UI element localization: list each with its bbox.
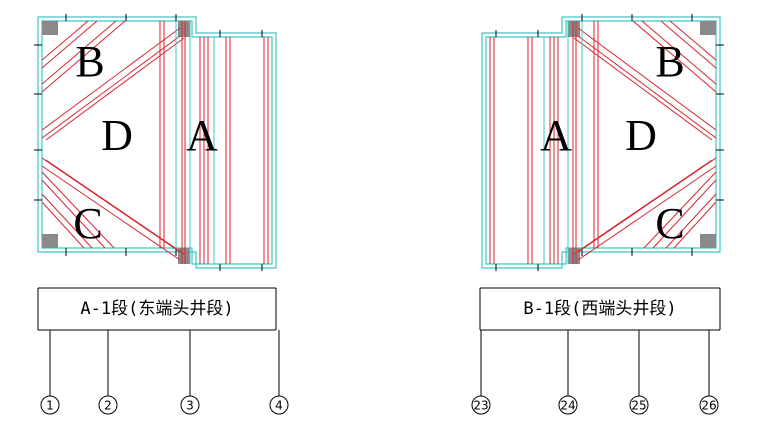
zone-label-a: A: [540, 111, 572, 160]
axis-leaders: [480, 330, 710, 396]
axis-number: 4: [275, 399, 283, 413]
section-title: A-1段(东端头井段): [80, 299, 233, 319]
diagonal-braces-c: [41, 157, 185, 261]
straight-struts-a: [489, 21, 599, 264]
axis-bubble: 25: [629, 395, 649, 415]
zone-label-d: D: [101, 111, 133, 160]
inner-columns: [175, 21, 215, 264]
zone-label-c: C: [655, 199, 684, 248]
axis-bubble: 1: [40, 395, 60, 415]
axis-number: 3: [186, 399, 194, 413]
axis-bubble: 24: [558, 395, 578, 415]
axis-number: 23: [473, 399, 488, 413]
zone-label-b: B: [75, 37, 104, 86]
title-box: [479, 287, 721, 331]
axis-bubble: 2: [98, 395, 118, 415]
axis-bubble: 4: [269, 395, 289, 415]
axis-number: 25: [631, 399, 646, 413]
axis-number: 24: [560, 399, 575, 413]
axis-number: 1: [46, 399, 54, 413]
diagonal-braces-c: [573, 157, 717, 261]
inner-columns: [543, 21, 583, 264]
axis-bubble: 3: [180, 395, 200, 415]
axis-leaders: [49, 330, 280, 396]
zone-label-b: B: [655, 37, 684, 86]
title-box: [37, 287, 277, 331]
section-title: B-1段(西端头井段): [523, 299, 676, 319]
axis-bubble: 23: [471, 395, 491, 415]
panel-b1-west-shaft: B D A C B-1段(西端头井段) 23 24 25: [471, 14, 724, 415]
axis-number: 26: [701, 399, 716, 413]
diagonal-braces-b: [41, 20, 185, 141]
outline-tick-marks: [495, 14, 724, 271]
zone-label-a: A: [186, 111, 218, 160]
straight-struts-a: [159, 21, 269, 264]
outline-tick-marks: [34, 14, 263, 271]
axis-number: 2: [104, 399, 112, 413]
panel-a1-east-shaft: B D A C A-1段(东端头井段) 1 2 3: [34, 14, 289, 415]
axis-bubble: 26: [699, 395, 719, 415]
zone-label-d: D: [625, 111, 657, 160]
diagonal-braces-b: [573, 20, 717, 141]
zone-label-c: C: [73, 199, 102, 248]
